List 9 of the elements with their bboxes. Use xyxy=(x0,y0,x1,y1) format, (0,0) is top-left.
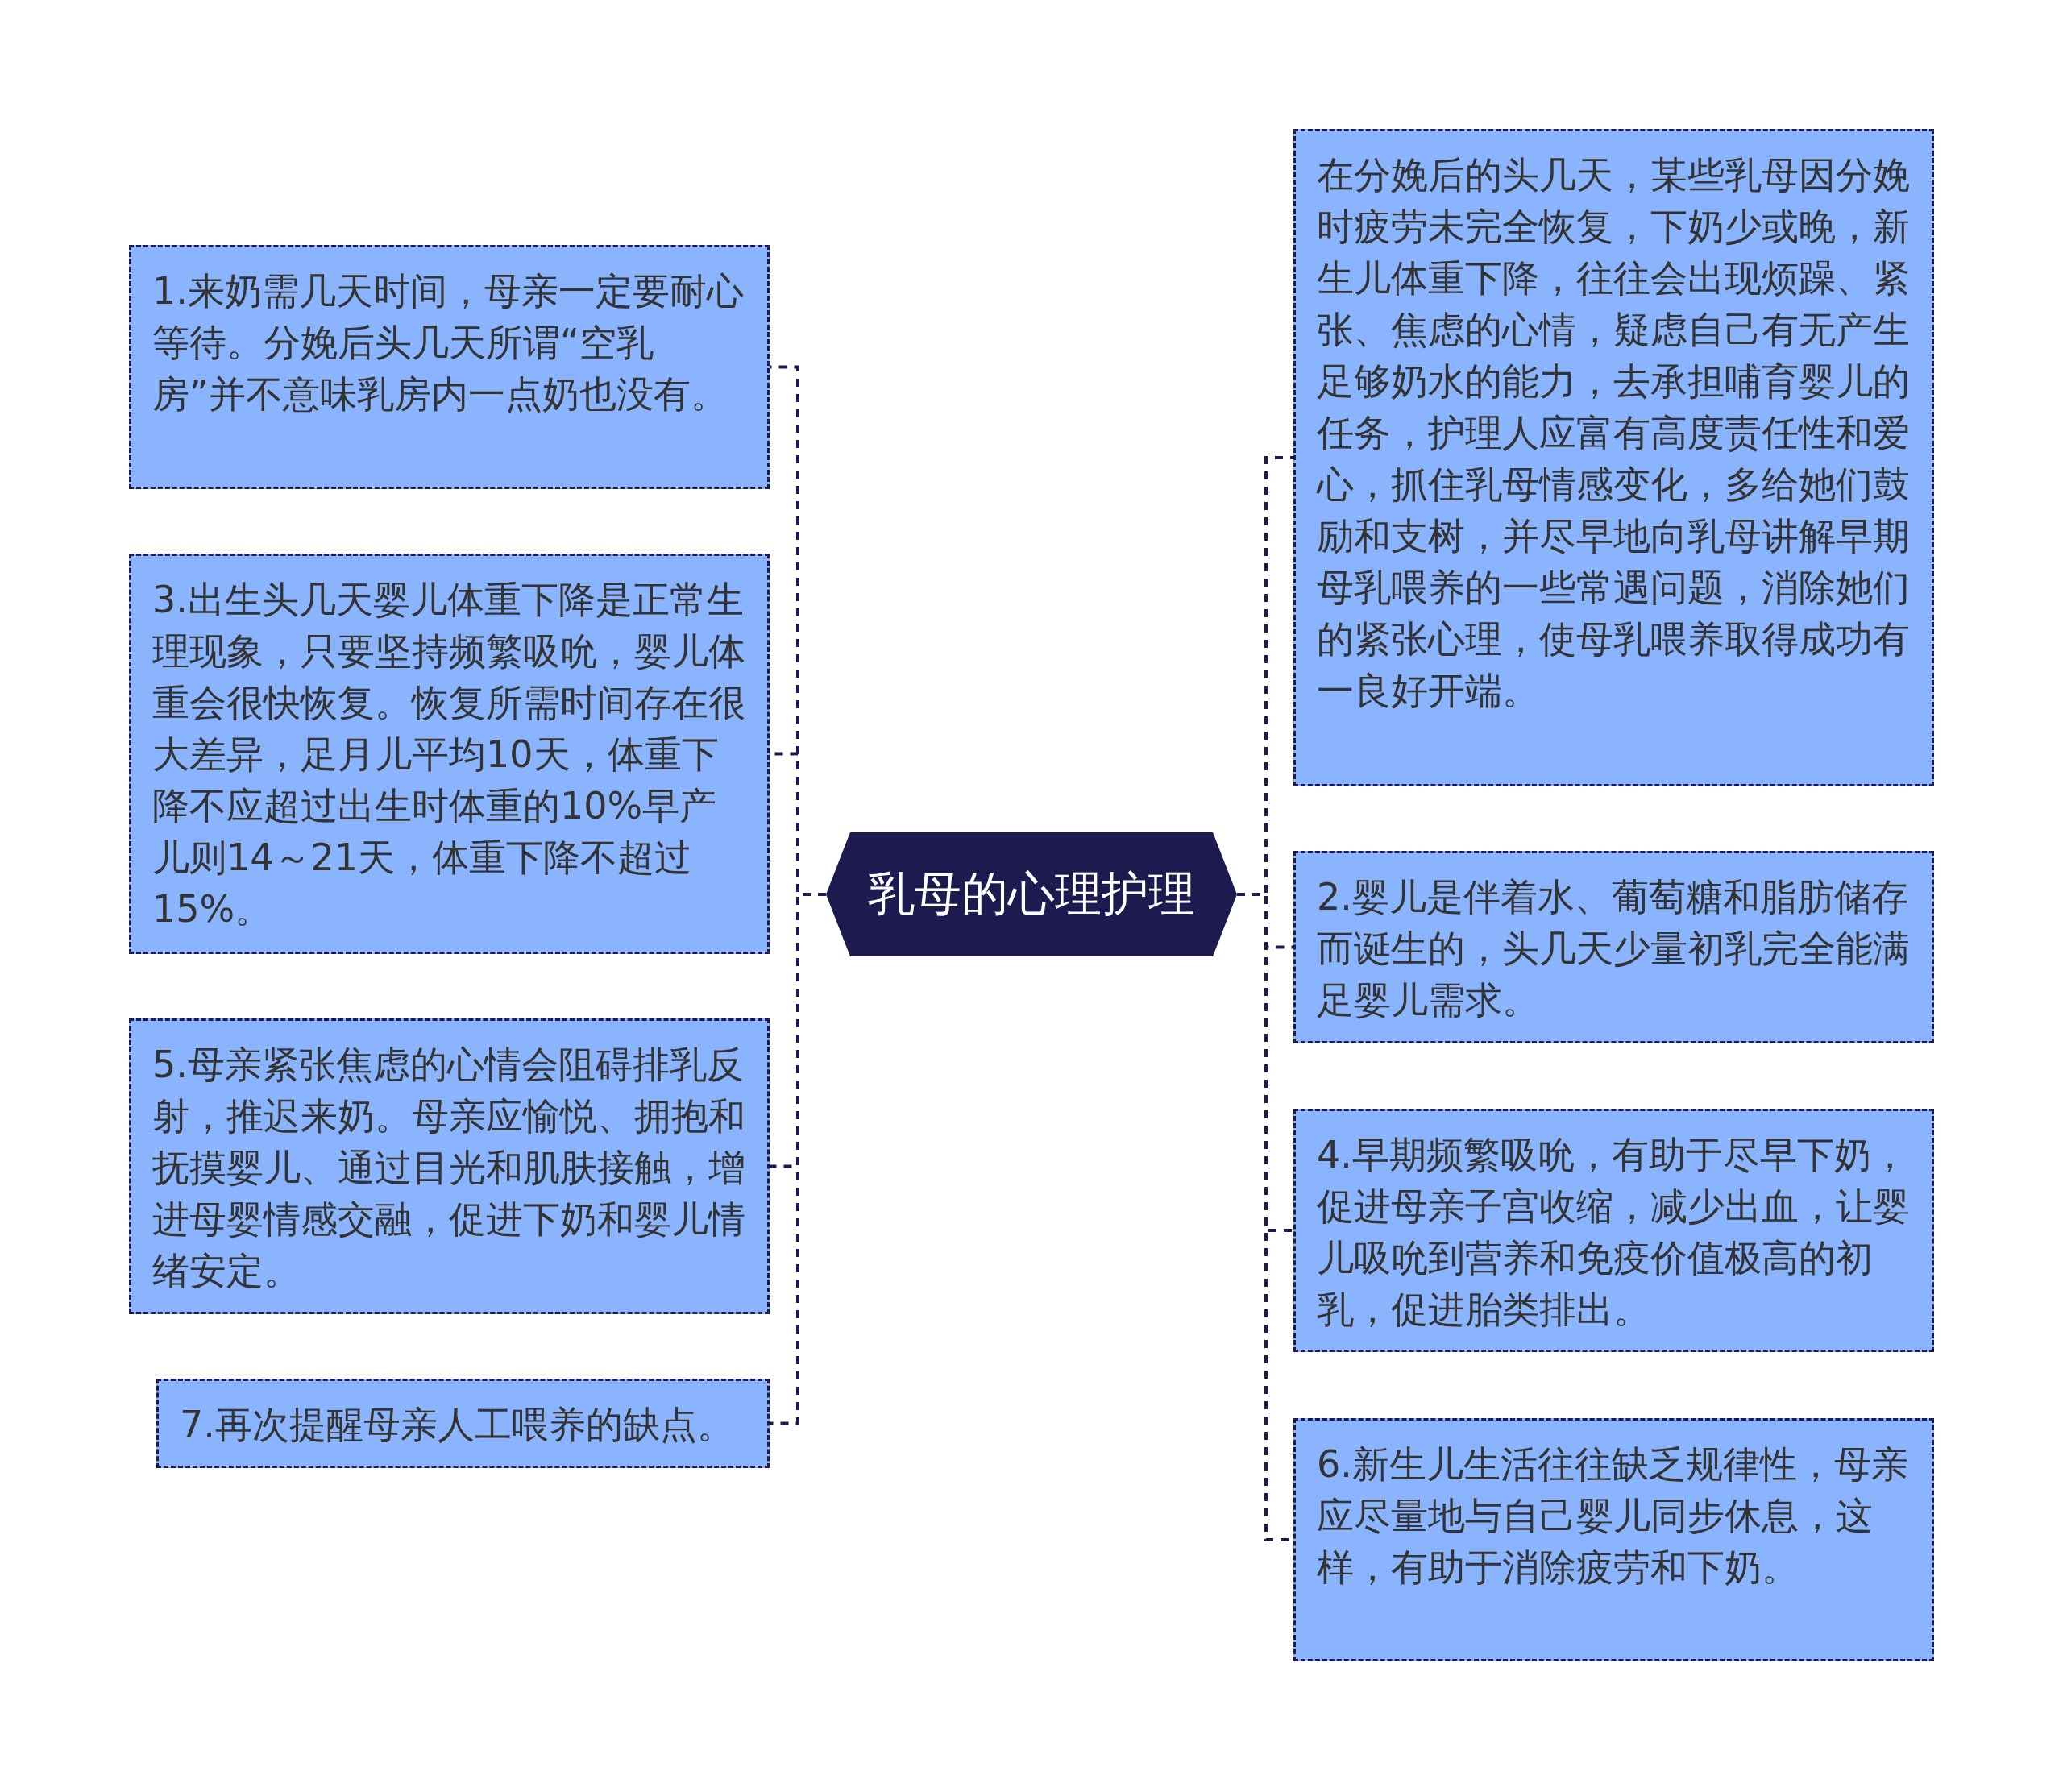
text-box: 4.早期频繁吸吮，有助于尽早下奶，促进母亲子宫收缩，减少出血，让婴儿吸吮到营养和免疫价值极高的初乳，促进胎类排出。 xyxy=(1293,1109,1934,1352)
topic-hexagon: 乳母的心理护理 xyxy=(826,832,1237,956)
text-box: 3.出生头几天婴儿体重下降是正常生理现象，只要坚持频繁吸吮，婴儿体重会很快恢复。恢复所需时间存在很大差异，足月儿平均10天，体重下降不应超过出生时体重的10%早产儿则14～21天，体重下降不超过15%。 xyxy=(129,554,770,954)
text-box: 在分娩后的头几天，某些乳母因分娩时疲劳未完全恢复，下奶少或晚，新生儿体重下降，往往会出现烦躁、紧张、焦虑的心情，疑虑自己有无产生足够奶水的能力，去承担哺育婴儿的任务，护理人应富有高度责任性和爱心，抓住乳母情感变化，多给她们鼓励和支树，并尽早地向乳母讲解早期母乳喂养的一些常遇问题，消除她们的紧张心理，使母乳喂养取得成功有一良好开端。 xyxy=(1293,129,1934,786)
text-box: 1.来奶需几天时间，母亲一定要耐心等待。分娩后头几天所谓“空乳房”并不意味乳房内一点奶也没有。 xyxy=(129,245,770,489)
text-box: 5.母亲紧张焦虑的心情会阻碍排乳反射，推迟来奶。母亲应愉悦、拥抱和抚摸婴儿、通过目光和肌肤接触，增进母婴情感交融，促进下奶和婴儿情绪安定。 xyxy=(129,1018,770,1314)
text-box: 7.再次提醒母亲人工喂养的缺点。 xyxy=(156,1379,770,1468)
text-box: 6.新生儿生活往往缺乏规律性，母亲应尽量地与自己婴儿同步休息，这样，有助于消除疲劳和下奶。 xyxy=(1293,1418,1934,1661)
text-box: 2.婴儿是伴着水、葡萄糖和脂肪储存而诞生的，头几天少量初乳完全能满足婴儿需求。 xyxy=(1293,851,1934,1043)
